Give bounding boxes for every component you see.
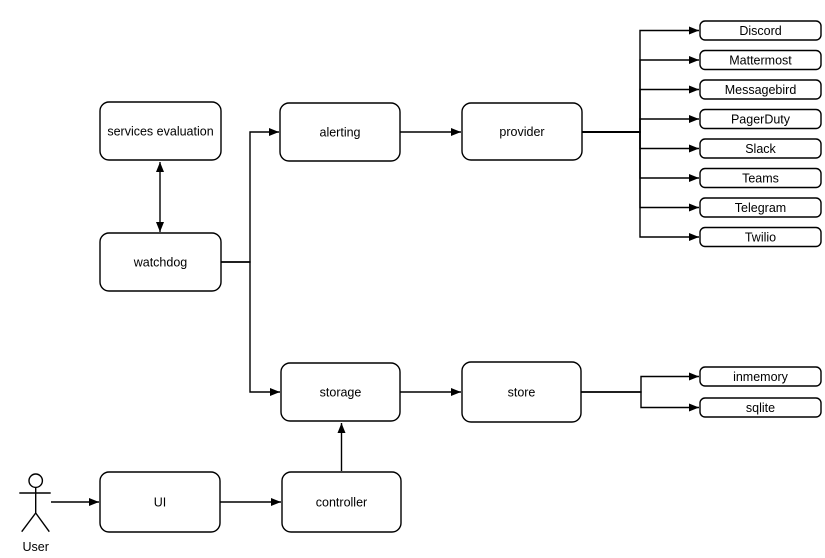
node-sqlite: sqlite xyxy=(699,397,822,418)
node-label-storage: storage xyxy=(320,385,362,399)
node-box-teams xyxy=(699,167,822,189)
node-label-slack: Slack xyxy=(745,142,776,156)
node-box-twilio xyxy=(699,226,822,248)
node-slack: Slack xyxy=(699,138,822,159)
node-label-discord: Discord xyxy=(739,24,781,38)
actor-head xyxy=(28,473,44,489)
node-label-watchdog: watchdog xyxy=(133,255,188,269)
node-box-discord xyxy=(699,20,822,41)
node-box-pagerduty xyxy=(699,108,822,130)
node-box-watchdog xyxy=(99,232,222,292)
edge-provider-pagerduty xyxy=(582,115,699,133)
node-twilio: Twilio xyxy=(699,226,822,248)
node-watchdog: watchdog xyxy=(99,232,222,292)
node-box-sqlite xyxy=(699,397,822,418)
edges-layer xyxy=(51,26,699,506)
node-controller: controller xyxy=(281,471,402,533)
node-provider: provider xyxy=(461,102,583,161)
node-inmemory: inmemory xyxy=(699,366,822,387)
node-box-controller xyxy=(281,471,402,533)
node-teams: Teams xyxy=(699,167,822,189)
node-label-twilio: Twilio xyxy=(745,230,776,244)
node-label-mattermost: Mattermost xyxy=(729,53,792,67)
node-label-alerting: alerting xyxy=(320,125,361,139)
node-alerting: alerting xyxy=(279,102,401,162)
node-label-telegram: Telegram xyxy=(735,201,786,215)
node-label-provider: provider xyxy=(499,125,544,139)
node-box-ui xyxy=(99,471,221,533)
actor-layer: User xyxy=(19,473,51,554)
node-label-sqlite: sqlite xyxy=(746,401,775,415)
node-box-telegram xyxy=(699,197,822,218)
node-label-messagebird: Messagebird xyxy=(725,83,797,97)
edge-store-sqlite xyxy=(581,391,699,412)
node-label-pagerduty: PagerDuty xyxy=(731,112,791,126)
node-box-storage xyxy=(280,362,401,422)
node-discord: Discord xyxy=(699,20,822,41)
node-label-inmemory: inmemory xyxy=(733,370,789,384)
node-box-mattermost xyxy=(699,49,822,71)
edge-provider-twilio xyxy=(582,131,699,241)
node-ui: UI xyxy=(99,471,221,533)
node-store: store xyxy=(461,361,582,423)
node-label-controller: controller xyxy=(316,495,367,509)
actor-right-leg xyxy=(35,512,50,533)
node-label-ui: UI xyxy=(154,495,167,509)
edge-watchdog-storage xyxy=(221,261,280,396)
node-box-alerting xyxy=(279,102,401,162)
node-pagerduty: PagerDuty xyxy=(699,108,822,130)
node-box-slack xyxy=(699,138,822,159)
node-label-teams: Teams xyxy=(742,171,779,185)
node-box-provider xyxy=(461,102,583,161)
node-box-store xyxy=(461,361,582,423)
actor-label: User xyxy=(22,540,48,554)
node-label-services-evaluation: services evaluation xyxy=(107,124,213,138)
nodes-layer: services evaluation watchdog alerting provi… xyxy=(99,20,822,533)
actor-left-leg xyxy=(21,512,37,533)
node-storage: storage xyxy=(280,362,401,422)
node-messagebird: Messagebird xyxy=(699,79,822,100)
node-box-inmemory xyxy=(699,366,822,387)
edge-store-inmemory xyxy=(581,372,699,393)
node-label-store: store xyxy=(508,385,536,399)
node-services-evaluation: services evaluation xyxy=(99,101,222,161)
node-box-messagebird xyxy=(699,79,822,100)
actor-user: User xyxy=(19,473,51,554)
node-box-services-evaluation xyxy=(99,101,222,161)
node-mattermost: Mattermost xyxy=(699,49,822,71)
node-telegram: Telegram xyxy=(699,197,822,218)
edge-watchdog-alerting xyxy=(221,128,279,263)
